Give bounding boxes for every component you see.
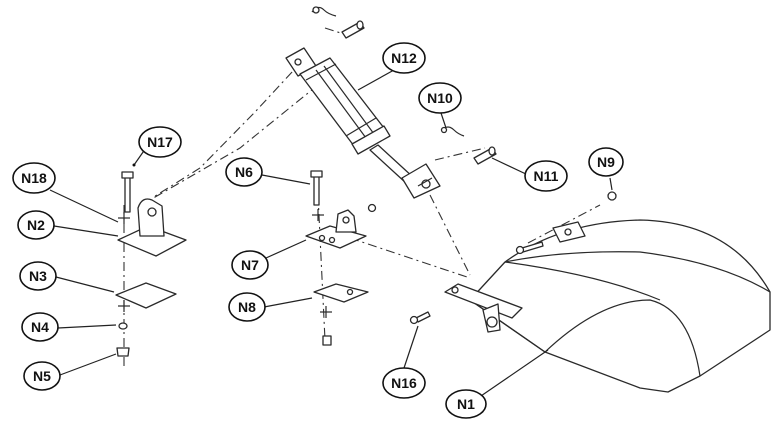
svg-text:N18: N18	[21, 170, 47, 186]
bracket-n7-part	[305, 203, 377, 249]
washer-n4-part	[118, 322, 128, 330]
bolt-n17-part	[121, 171, 134, 213]
bracket-n2-part	[117, 198, 187, 257]
svg-text:N12: N12	[391, 50, 417, 66]
svg-text:N11: N11	[534, 168, 559, 184]
callout-n5: N5	[23, 361, 61, 391]
callout-n1: N1	[445, 389, 487, 419]
svg-text:N6: N6	[235, 164, 253, 180]
callout-n7: N7	[231, 250, 269, 280]
hood-cover-part	[469, 219, 771, 393]
bolt-hood-part	[515, 241, 544, 255]
svg-text:N10: N10	[427, 90, 453, 106]
svg-text:N3: N3	[29, 268, 47, 284]
svg-text:N2: N2	[27, 217, 45, 233]
callout-n8: N8	[228, 292, 266, 322]
svg-text:N5: N5	[33, 368, 51, 384]
callout-n10: N10	[418, 82, 462, 114]
callout-n9: N9	[588, 147, 624, 177]
svg-text:N4: N4	[31, 319, 49, 335]
middle-stack-hardware	[312, 209, 332, 346]
callout-n6: N6	[225, 157, 263, 187]
pin-n11-part	[473, 146, 497, 165]
callout-n18: N18	[12, 162, 56, 194]
nut-n9-part	[607, 191, 617, 201]
svg-text:N16: N16	[391, 375, 417, 391]
hinge-bracket-part	[444, 283, 523, 333]
cylinder-top-clip-part	[311, 6, 337, 17]
plate-n8-part	[313, 283, 369, 303]
plate-n3-part	[115, 282, 177, 309]
clip-n10-part	[440, 126, 465, 137]
screw-n16-part	[409, 311, 431, 325]
assembly-lines	[123, 27, 601, 370]
callout-n17: N17	[138, 126, 182, 158]
svg-text:N7: N7	[241, 257, 259, 273]
svg-text:N1: N1	[457, 396, 475, 412]
svg-text:N17: N17	[147, 134, 173, 150]
cylinder-top-pin-part	[341, 20, 365, 39]
hinge-tab-part	[552, 221, 586, 243]
callout-n16: N16	[382, 367, 426, 399]
bolt-n6-part	[310, 170, 323, 206]
callout-n12: N12	[382, 42, 426, 74]
callout-n11: N11	[524, 160, 568, 192]
svg-text:N9: N9	[597, 154, 615, 170]
nut-n5-part	[116, 347, 130, 357]
callout-n2: N2	[17, 210, 55, 240]
svg-text:N8: N8	[238, 299, 256, 315]
callout-n3: N3	[19, 261, 57, 291]
left-stack-markers	[118, 212, 130, 312]
hydraulic-cylinder-part	[285, 47, 441, 199]
callout-n4: N4	[21, 312, 59, 342]
leader-lines	[49, 69, 613, 399]
